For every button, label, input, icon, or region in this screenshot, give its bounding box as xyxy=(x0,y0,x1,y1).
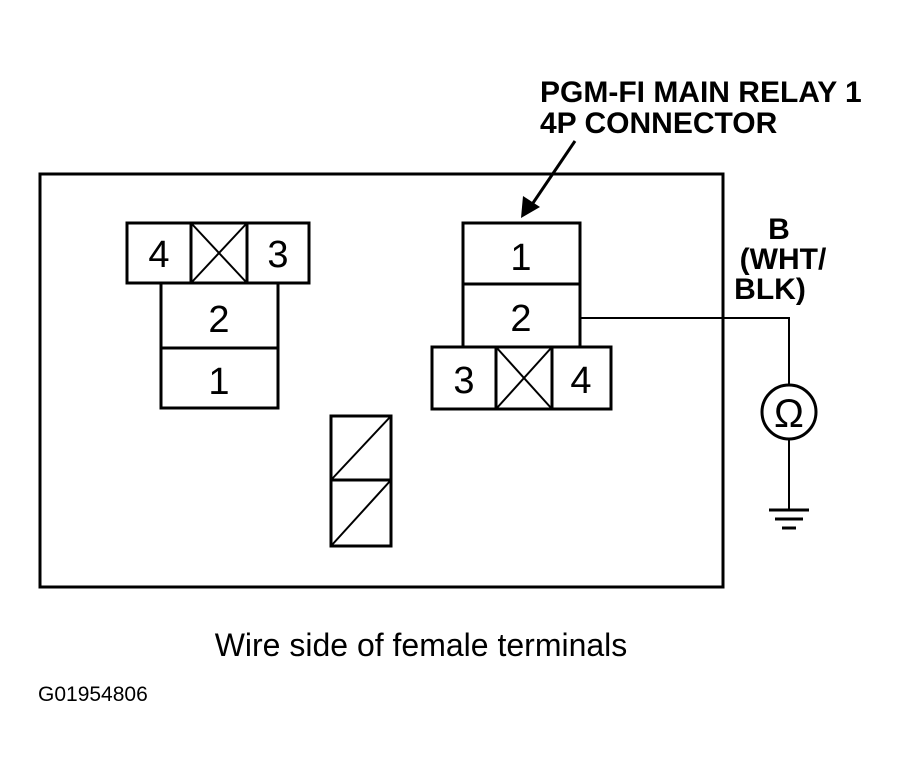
left-blank-cross-b xyxy=(190,222,248,284)
figure-caption: Wire side of female terminals xyxy=(215,627,628,663)
callout-line-2: 4P CONNECTOR xyxy=(540,107,778,140)
left-connector: 4 3 2 1 xyxy=(125,221,311,410)
right-connector: 1 2 3 4 xyxy=(430,221,613,411)
left-terminal-1-label: 1 xyxy=(208,361,229,403)
callout-leader-line xyxy=(531,140,577,204)
center-blank-lower xyxy=(329,478,393,548)
probe-circuit: Ω B (WHT/ BLK) xyxy=(580,213,827,530)
probe-wire xyxy=(580,317,790,385)
wire-color-line-1: (WHT/ xyxy=(740,243,827,276)
right-terminal-4-cell xyxy=(550,345,613,411)
center-blank-upper-slash xyxy=(330,415,392,481)
wire-color-line-2: BLK) xyxy=(734,273,806,306)
ohm-symbol: Ω xyxy=(774,392,804,436)
left-terminal-4-label: 4 xyxy=(148,234,169,276)
right-blank-cross-b xyxy=(495,346,553,410)
right-terminal-3-label: 3 xyxy=(453,360,474,402)
center-blank-lower-slash xyxy=(330,479,392,547)
right-terminal-2-label: 2 xyxy=(510,298,531,340)
callout-arrowhead xyxy=(521,196,540,218)
left-terminal-1-cell xyxy=(159,346,280,410)
center-blank-terminals xyxy=(329,414,393,548)
left-terminal-2-label: 2 xyxy=(208,299,229,341)
left-terminal-3-label: 3 xyxy=(267,234,288,276)
probe-letter: B xyxy=(768,213,790,246)
connector-housing xyxy=(38,172,725,589)
figure-id: G01954806 xyxy=(38,683,148,706)
callout-line-1: PGM-FI MAIN RELAY 1 xyxy=(540,76,862,109)
right-terminal-4-label: 4 xyxy=(570,360,591,402)
right-terminal-1-label: 1 xyxy=(510,237,531,279)
ground-icon xyxy=(769,508,809,530)
